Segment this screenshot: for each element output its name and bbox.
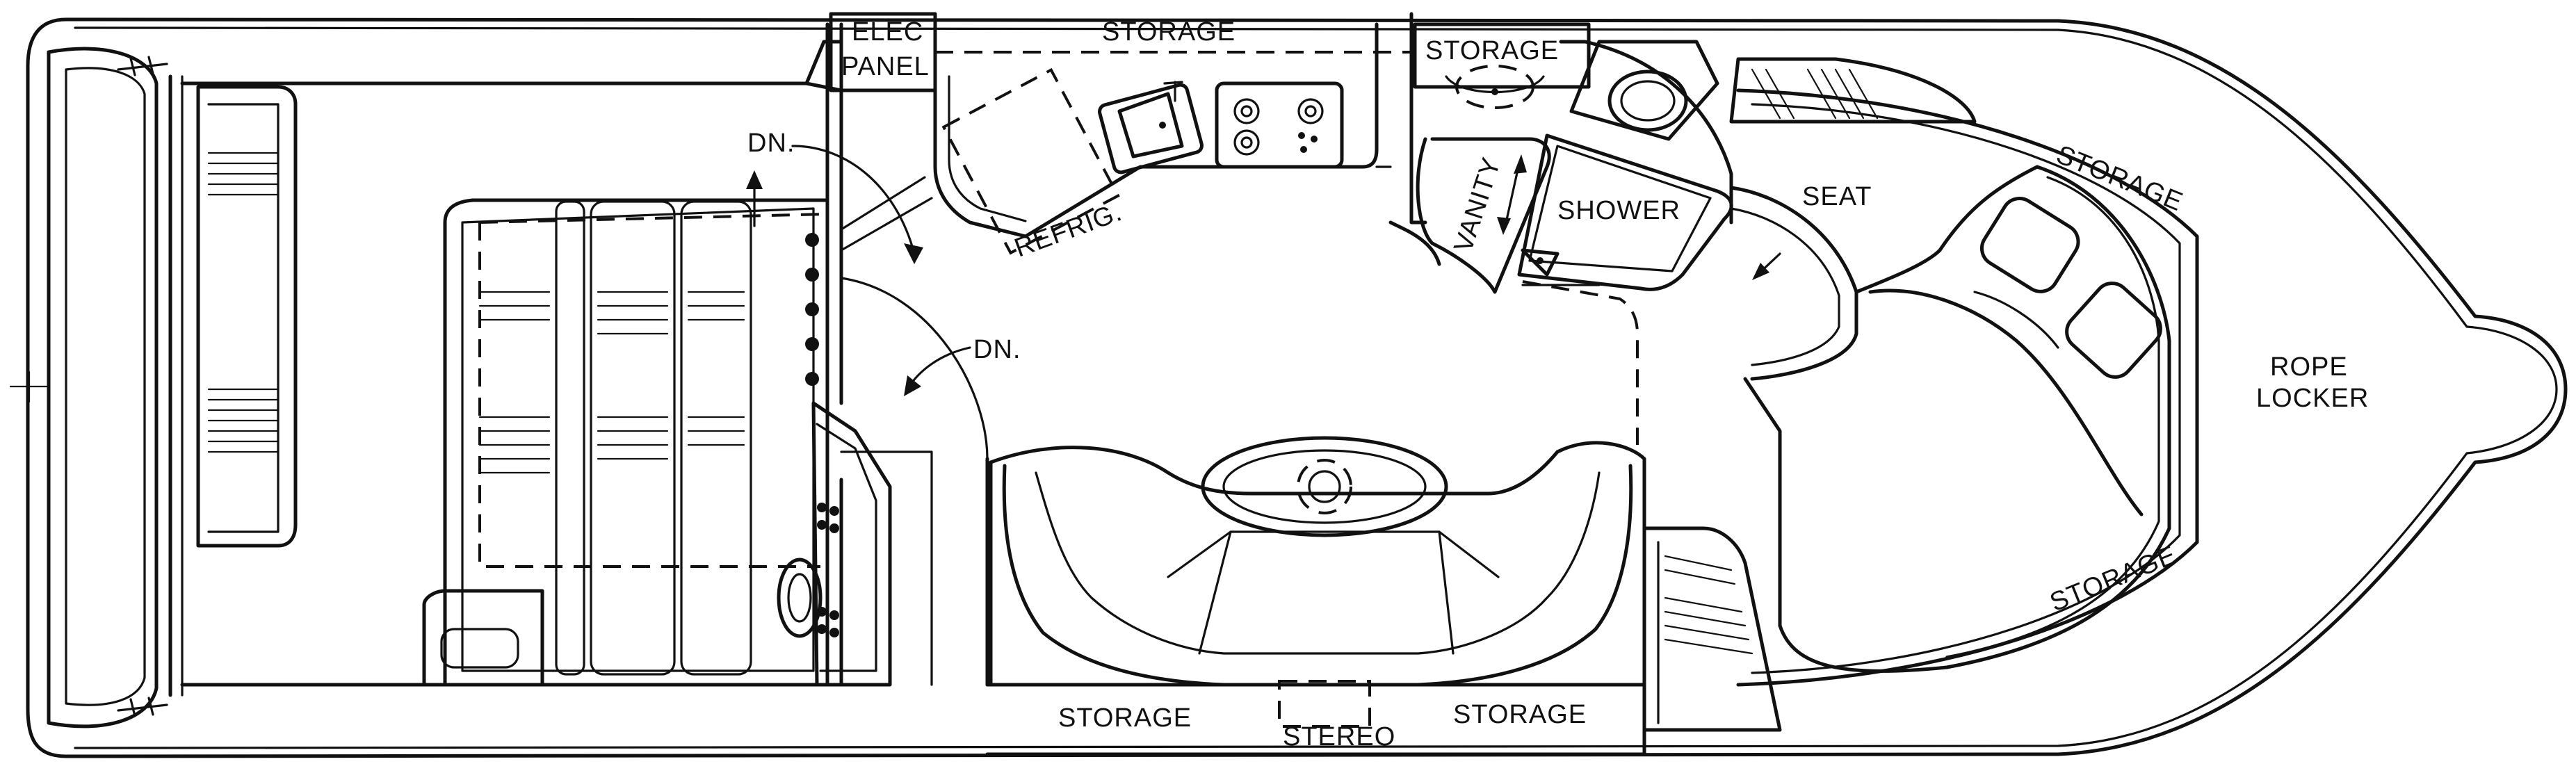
stairs-down-upper-arrow: [746, 145, 923, 264]
rope-locker-label-line1: ROPE: [2270, 352, 2348, 382]
stairs-down-lower-arrow: [904, 346, 971, 396]
rope-locker-label-line2: LOCKER: [2256, 384, 2369, 413]
dn-lower-label: DN.: [973, 335, 1021, 364]
stern-cleat-bottom-icon: [117, 697, 168, 717]
galley-stove-icon: [1215, 81, 1344, 169]
storage-top-label: STORAGE: [1102, 17, 1236, 47]
hull-outline: [26, 17, 2568, 758]
elec-panel-label-line1: ELEC: [852, 17, 923, 47]
seat-label: SEAT: [1802, 182, 1872, 211]
galley-sink-icon: [1098, 81, 1204, 174]
storage-bottom-left-label: STORAGE: [1058, 703, 1192, 733]
steering-wheel-icon: [777, 558, 823, 638]
storage-bottom-right-label: STORAGE: [1453, 700, 1587, 729]
main-cabin: [829, 12, 1646, 687]
stereo-label: STEREO: [1283, 722, 1395, 751]
toilet-icon: [1569, 40, 1719, 141]
refrig-label: REFRIG.: [1011, 197, 1126, 263]
storage-bow-upper-label: STORAGE: [2052, 140, 2187, 217]
transom-seat-cushion-lines: [207, 152, 280, 453]
helm-instrument-dots: [805, 233, 839, 637]
elec-panel-label-line2: PANEL: [841, 52, 930, 81]
forward-berth-pillows: [1979, 197, 2162, 379]
forward-berth: [1729, 165, 2171, 673]
seat-step-arrow: [1752, 252, 1781, 280]
port-hanging-locker: [1642, 526, 1782, 732]
starboard-hanging-locker: [1729, 57, 1977, 124]
lounge-cushions: [478, 200, 752, 676]
swim-platform: [9, 47, 184, 729]
dinette-table-icon: [1201, 436, 1448, 537]
dn-upper-label: DN.: [747, 129, 795, 158]
vanity-arrow: [1497, 154, 1527, 235]
bulkhead: [804, 22, 933, 405]
shower-label: SHOWER: [1557, 196, 1680, 225]
stern-cleat-top-icon: [117, 56, 168, 76]
lower-storage-strip: [985, 680, 1646, 756]
storage-top-right-label: STORAGE: [1425, 36, 1559, 65]
shower-drain-icon: [1521, 248, 1560, 277]
cockpit: [180, 81, 892, 687]
vanity-label: VANITY: [1449, 154, 1507, 256]
storage-bow-lower-label: STORAGE: [2046, 540, 2181, 617]
head-compartment: [1388, 22, 1733, 294]
